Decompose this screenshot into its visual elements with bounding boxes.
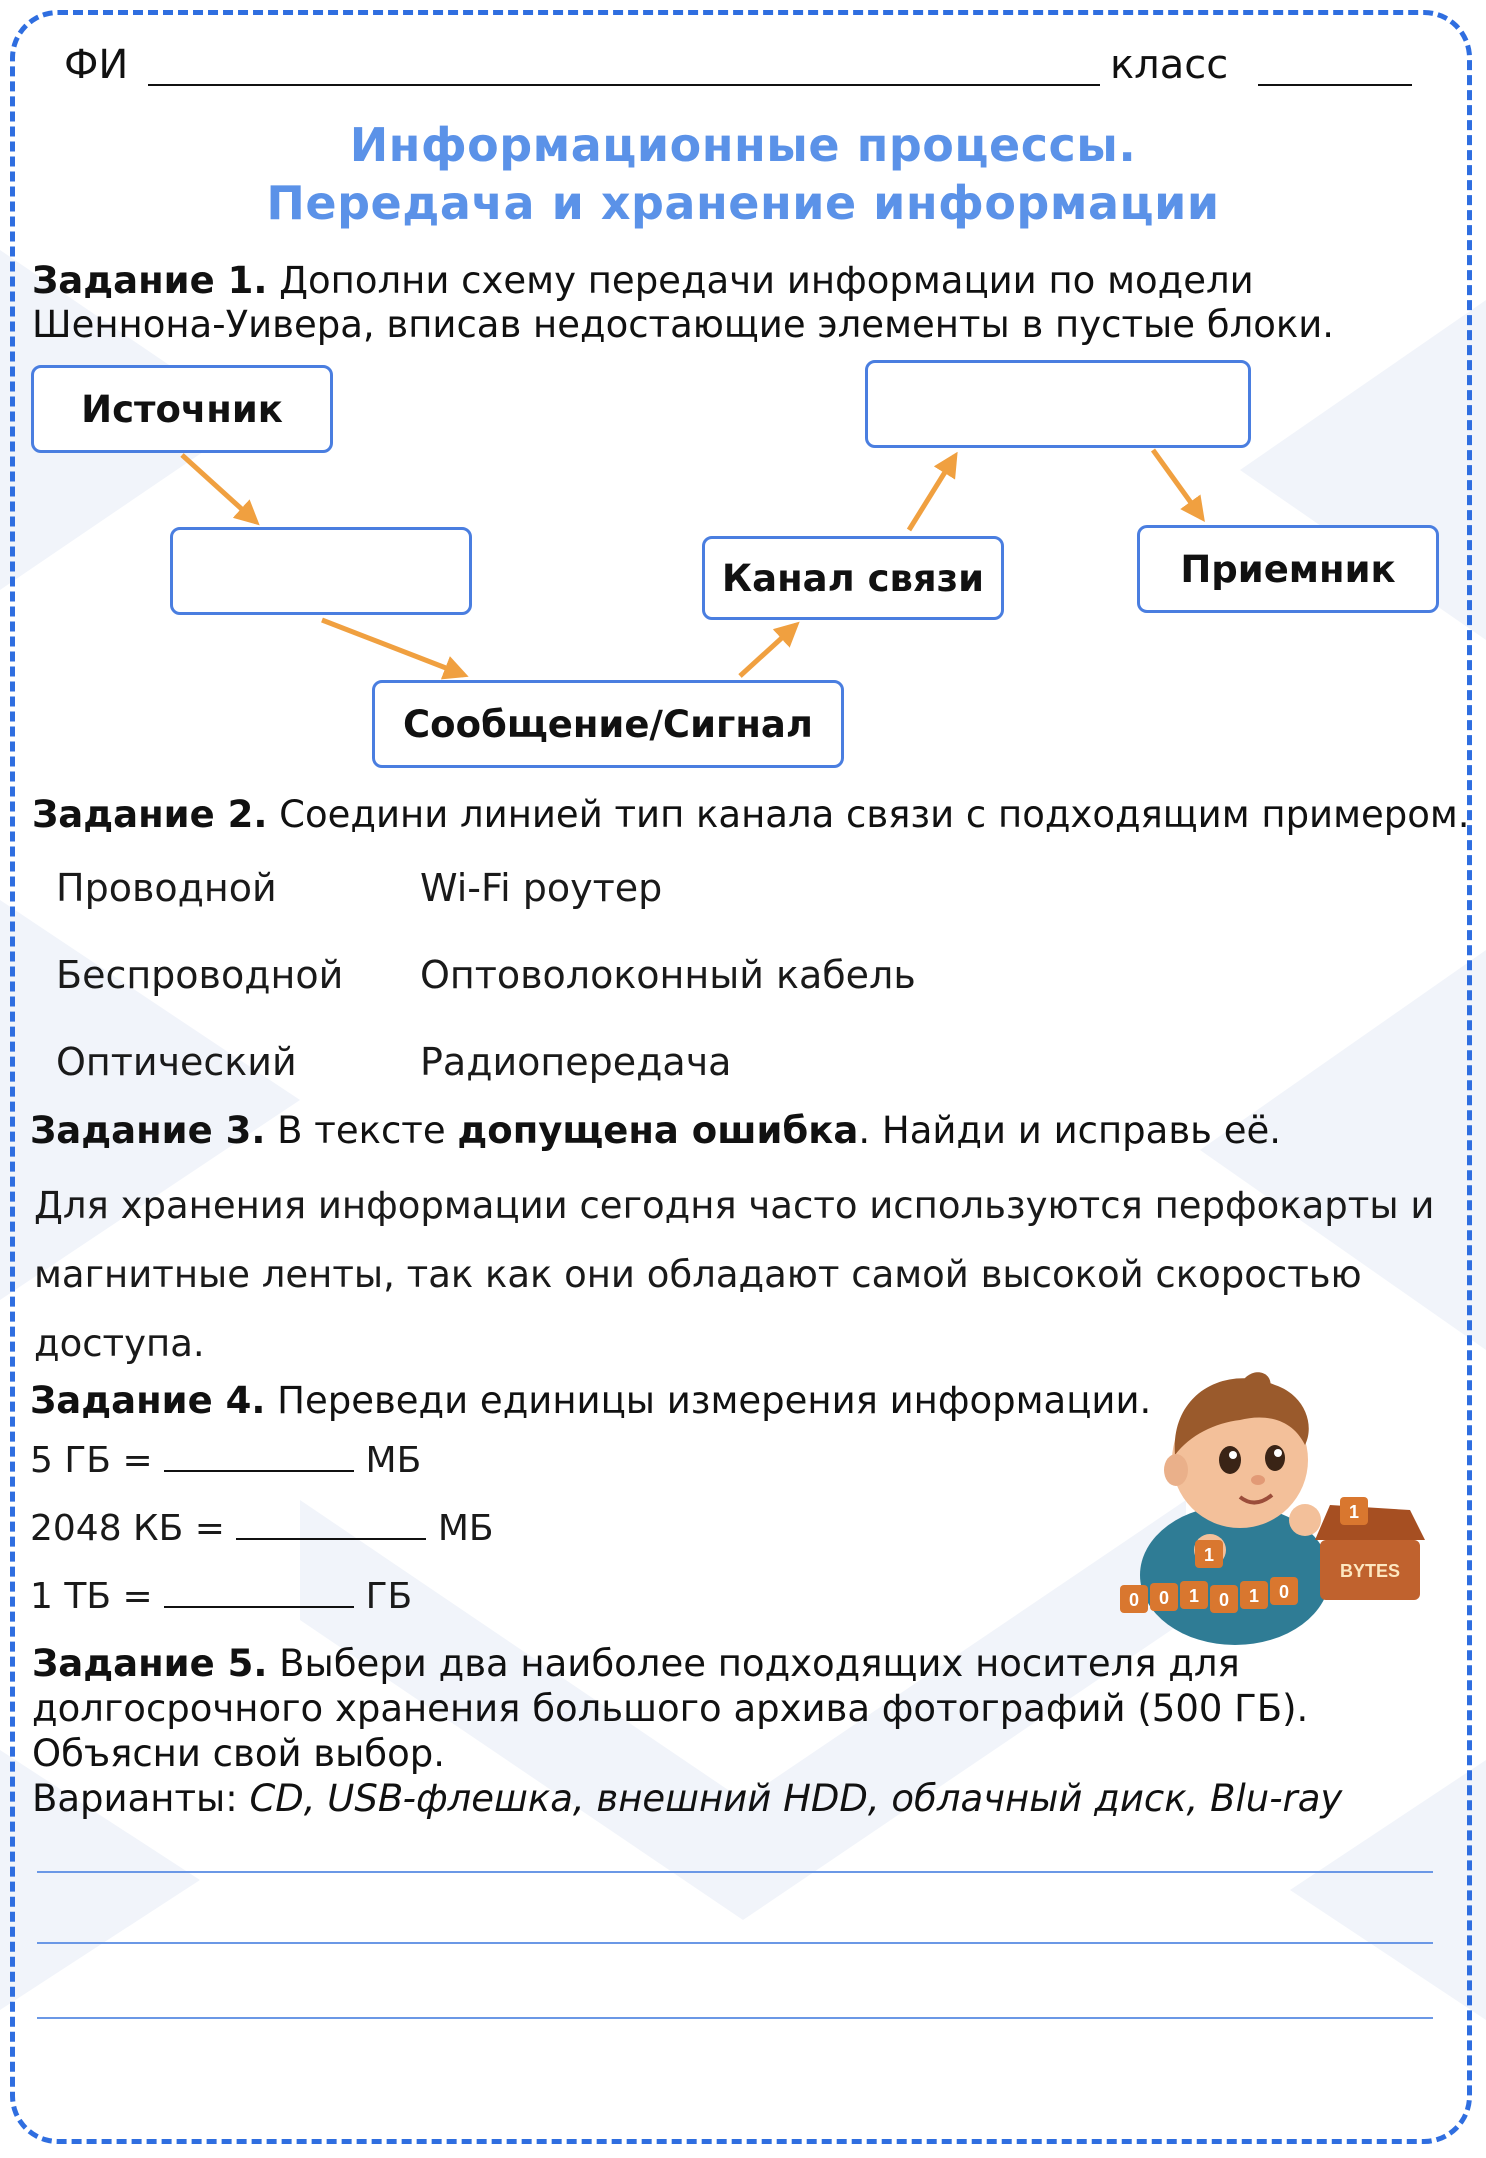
diagram-box-channel: Канал связи — [702, 536, 1004, 620]
task5-options-label: Варианты: — [32, 1777, 238, 1820]
conversion-unit: МБ — [437, 1508, 494, 1549]
byte-cube-digit: 1 — [1249, 1586, 1259, 1606]
conversion-left: 5 ГБ = — [30, 1440, 153, 1481]
task5-options: Варианты: CD, USB-флешка, внешний HDD, о… — [32, 1776, 1462, 1821]
byte-cube-digit: 1 — [1204, 1545, 1214, 1565]
task3-text-after: . Найди и исправь её. — [858, 1109, 1282, 1152]
task3-label: Задание 3. — [30, 1109, 266, 1152]
task3-paragraph-line: Для хранения информации сегодня часто ис… — [34, 1184, 1435, 1227]
answer-line[interactable] — [37, 2017, 1433, 2019]
conversion-unit: МБ — [365, 1440, 422, 1481]
conversion-answer-blank[interactable] — [164, 1440, 355, 1472]
answer-line[interactable] — [37, 1942, 1433, 1944]
diagram-box-receiver: Приемник — [1137, 525, 1439, 613]
task3-paragraph-line: магнитные ленты, так как они обладают са… — [34, 1253, 1362, 1296]
diagram-box-source: Источник — [31, 365, 333, 453]
channel-type-item[interactable]: Беспроводной — [56, 953, 344, 997]
task2-label: Задание 2. — [32, 793, 268, 836]
task3-text-before: В тексте — [277, 1109, 446, 1152]
conversion-left: 1 ТБ = — [30, 1576, 153, 1617]
byte-cube-digit: 0 — [1219, 1590, 1229, 1610]
conversion-answer-blank[interactable] — [236, 1508, 427, 1540]
task2-text: Соедини линией тип канала связи с подход… — [279, 793, 1470, 836]
conversion-row: 5 ГБ = МБ — [30, 1440, 421, 1481]
class-label: класс — [1110, 42, 1229, 88]
task5-options-list: CD, USB-флешка, внешний HDD, облачный ди… — [249, 1777, 1343, 1820]
task4-text: Переведи единицы измерения информации. — [277, 1379, 1152, 1422]
task5-block: Задание 5. Выбери два наиболее подходящи… — [32, 1641, 1462, 1821]
task3-paragraph-line: доступа. — [34, 1322, 205, 1365]
arrow-channel-to-decoder — [906, 451, 958, 532]
conversion-row: 1 ТБ = ГБ — [30, 1576, 412, 1617]
arrow-message-to-channel — [738, 621, 800, 678]
name-field-line[interactable] — [148, 84, 1100, 86]
diagram-box-message: Сообщение/Сигнал — [372, 680, 844, 768]
channel-type-item[interactable]: Оптический — [56, 1040, 297, 1084]
class-field-line[interactable] — [1258, 84, 1412, 86]
boy-with-bytes-illustration: BYTES 1 1 0 0 1 0 1 0 — [1120, 1372, 1425, 1645]
task1-text-line1: Дополни схему передачи информации по мод… — [279, 259, 1254, 302]
task1-label: Задание 1. — [32, 259, 268, 302]
channel-example-item[interactable]: Радиопередача — [420, 1040, 732, 1084]
task4-heading: Задание 4. Переведи единицы измерения ин… — [30, 1378, 1151, 1423]
task3-text-bold: допущена ошибка — [457, 1109, 859, 1152]
task5-text-line: Объясни свой выбор. — [32, 1732, 445, 1775]
task2-heading: Задание 2. Соедини линией тип канала свя… — [32, 792, 1470, 837]
task5-line1: Задание 5. Выбери два наиболее подходящи… — [32, 1641, 1462, 1686]
conversion-row: 2048 КБ = МБ — [30, 1508, 494, 1549]
answer-line[interactable] — [37, 1871, 1433, 1873]
arrow-encoder-to-message — [321, 617, 469, 680]
byte-cube-digit: 1 — [1349, 1502, 1359, 1522]
task4-label: Задание 4. — [30, 1379, 266, 1422]
byte-cube-digit: 0 — [1129, 1590, 1139, 1610]
channel-example-item[interactable]: Wi-Fi роутер — [420, 866, 663, 910]
name-label: ФИ — [64, 42, 129, 88]
byte-cube-digit: 1 — [1189, 1586, 1199, 1606]
task5-text-line: Выбери два наиболее подходящих носителя … — [279, 1642, 1240, 1685]
task5-text-line: долгосрочного хранения большого архива ф… — [32, 1687, 1309, 1730]
diagram-arrows — [180, 448, 1205, 680]
arrow-decoder-to-receiver — [1150, 448, 1205, 523]
byte-cube-digit: 0 — [1159, 1588, 1169, 1608]
bytes-label: BYTES — [1340, 1561, 1400, 1581]
page-title-line1: Информационные процессы. — [349, 118, 1137, 172]
byte-cube-digit: 0 — [1279, 1582, 1289, 1602]
conversion-unit: ГБ — [365, 1576, 413, 1617]
diagram-box-empty-encoder[interactable] — [170, 527, 472, 615]
channel-example-item[interactable]: Оптоволоконный кабель — [420, 953, 916, 997]
arrow-source-to-encoder — [180, 453, 260, 526]
diagram-box-empty-decoder[interactable] — [865, 360, 1251, 448]
task1-text-line2: Шеннона-Уивера, вписав недостающие элеме… — [32, 303, 1335, 346]
channel-type-item[interactable]: Проводной — [56, 866, 277, 910]
task5-label: Задание 5. — [32, 1642, 268, 1685]
task1-line1: Задание 1. Дополни схему передачи информ… — [32, 258, 1254, 303]
page-border — [10, 10, 1472, 2144]
task3-heading: Задание 3. В тексте допущена ошибка. Най… — [30, 1108, 1281, 1153]
page-title-line2: Передача и хранение информации — [266, 176, 1220, 230]
conversion-left: 2048 КБ = — [30, 1508, 225, 1549]
conversion-answer-blank[interactable] — [164, 1576, 355, 1608]
